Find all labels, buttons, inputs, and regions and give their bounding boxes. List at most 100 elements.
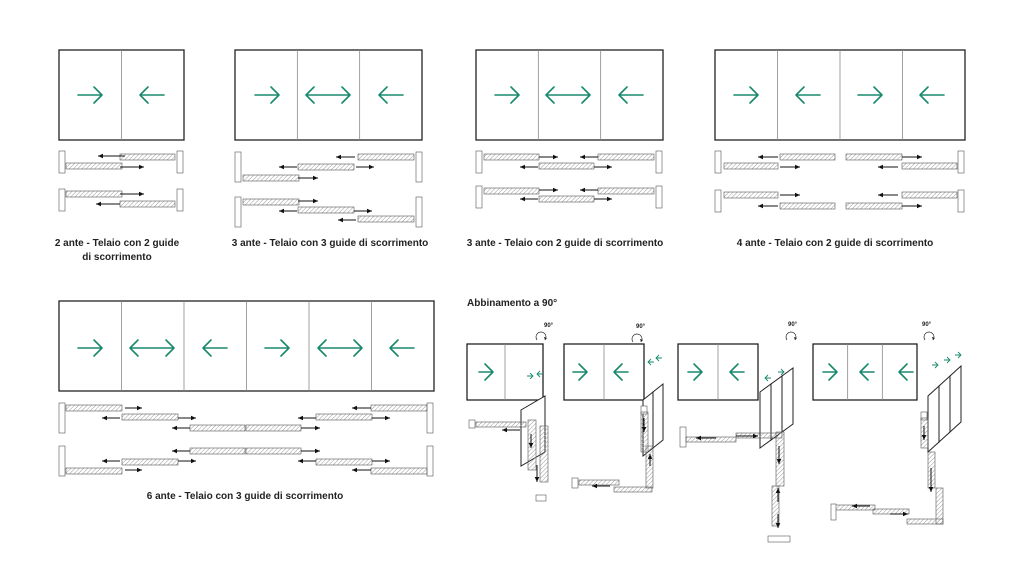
motion-arrow-right-icon: [313, 198, 318, 204]
arrow-left-icon: [613, 363, 629, 381]
arrow-left-icon: [729, 363, 745, 381]
motion-arrow-left-icon: [878, 192, 883, 198]
arrow-double-icon: [317, 339, 363, 357]
motion-arrow-right-icon: [903, 511, 908, 517]
motion-arrow-right-icon: [795, 164, 800, 170]
motion-arrow-right-icon: [313, 175, 318, 181]
motion-arrow-left-icon: [102, 415, 107, 421]
sliding-panel: [901, 162, 958, 170]
sliding-panel: [935, 487, 944, 525]
sliding-panel: [242, 174, 300, 182]
motion-arrow-down-icon: [775, 523, 781, 528]
arrow-left-icon: [389, 339, 415, 357]
arrow-right-icon: [77, 86, 103, 104]
motion-arrow-left-icon: [696, 435, 701, 441]
frame-post: [714, 189, 722, 213]
motion-arrow-right-icon: [369, 164, 374, 170]
frame-post: [58, 445, 66, 477]
rotation-arrow-icon: [794, 337, 797, 340]
frame-post: [426, 445, 434, 477]
sliding-panel: [538, 195, 595, 203]
frame-post: [571, 477, 579, 489]
arrow-left-icon: [859, 363, 875, 381]
sliding-panel: [370, 404, 428, 412]
motion-arrow-up-icon: [775, 488, 781, 493]
motion-arrow-left-icon: [298, 415, 303, 421]
frame-post: [830, 503, 837, 521]
motion-arrow-down-icon: [641, 427, 647, 432]
motion-arrow-right-icon: [191, 415, 196, 421]
frame-post: [468, 419, 476, 429]
corner-panel: [770, 375, 783, 441]
frame-post: [767, 535, 791, 543]
arrow-left-icon: [378, 86, 404, 104]
motion-arrow-right-icon: [191, 458, 196, 464]
sliding-panel: [771, 485, 780, 527]
frame-post: [475, 185, 483, 209]
sliding-panel: [845, 153, 903, 161]
motion-arrow-left-icon: [102, 458, 107, 464]
motion-arrow-right-icon: [607, 164, 612, 170]
motion-arrow-left-icon: [852, 503, 857, 509]
sliding-panel: [723, 191, 779, 199]
motion-arrow-left-icon: [758, 203, 763, 209]
sliding-panel: [65, 404, 123, 412]
motion-arrow-right-icon: [553, 154, 558, 160]
motion-arrow-down-icon: [776, 459, 782, 464]
rotation-arc-icon: [785, 331, 797, 341]
motion-arrow-right-icon: [385, 415, 390, 421]
motion-arrow-left-icon: [592, 483, 597, 489]
motion-arrow-left-icon: [352, 467, 357, 473]
frame-post: [415, 196, 423, 228]
arrow-double-icon: [305, 86, 351, 104]
rotation-arrow-icon: [640, 339, 643, 342]
sliding-panel: [779, 153, 836, 161]
sliding-panel: [242, 198, 300, 206]
corner-panel: [927, 384, 940, 454]
sliding-panel: [901, 191, 958, 199]
motion-arrow-up-icon: [647, 454, 653, 459]
sliding-panel: [65, 467, 123, 475]
motion-arrow-right-icon: [137, 405, 142, 411]
motion-arrow-right-icon: [917, 203, 922, 209]
sliding-panel: [297, 206, 355, 214]
frame-post: [176, 150, 184, 174]
motion-arrow-left-icon: [580, 187, 585, 193]
motion-arrow-down-icon: [921, 435, 927, 440]
small-arrow-right-icon: [778, 368, 785, 376]
arrow-left-icon: [919, 86, 945, 104]
motion-arrow-left-icon: [98, 153, 103, 159]
motion-arrow-right-icon: [553, 187, 558, 193]
frame-post: [234, 151, 242, 183]
sliding-panel: [723, 162, 779, 170]
sliding-panel: [189, 447, 246, 455]
motion-arrow-down-icon: [928, 487, 934, 492]
caption-2-ante: 2 ante - Telaio con 2 guide di scorrimen…: [54, 238, 180, 263]
arrow-left-icon: [202, 339, 228, 357]
frame-post: [58, 188, 66, 212]
motion-arrow-left-icon: [172, 448, 177, 454]
frame-post: [679, 426, 687, 448]
corner-panel: [781, 367, 794, 433]
arrow-left-icon: [898, 363, 914, 381]
arrow-right-icon: [687, 363, 703, 381]
arrow-right-icon: [494, 86, 520, 104]
motion-arrow-right-icon: [795, 192, 800, 198]
corner-panel: [759, 383, 772, 449]
small-arrow-left-icon: [647, 358, 654, 366]
frame-post: [655, 150, 663, 174]
frame-post: [58, 402, 66, 434]
motion-arrow-left-icon: [520, 164, 525, 170]
small-arrow-left-icon: [764, 374, 771, 382]
sliding-panel: [65, 162, 123, 170]
corner-panel: [652, 382, 664, 450]
sliding-panel: [613, 486, 653, 493]
arrow-right-icon: [77, 339, 103, 357]
sliding-panel: [121, 413, 179, 421]
caption-6-ante: 6 ante - Telaio con 3 guide di scorrimen…: [146, 491, 344, 502]
sliding-panel: [315, 413, 373, 421]
frame-post: [234, 196, 242, 228]
motion-arrow-right-icon: [315, 425, 320, 431]
